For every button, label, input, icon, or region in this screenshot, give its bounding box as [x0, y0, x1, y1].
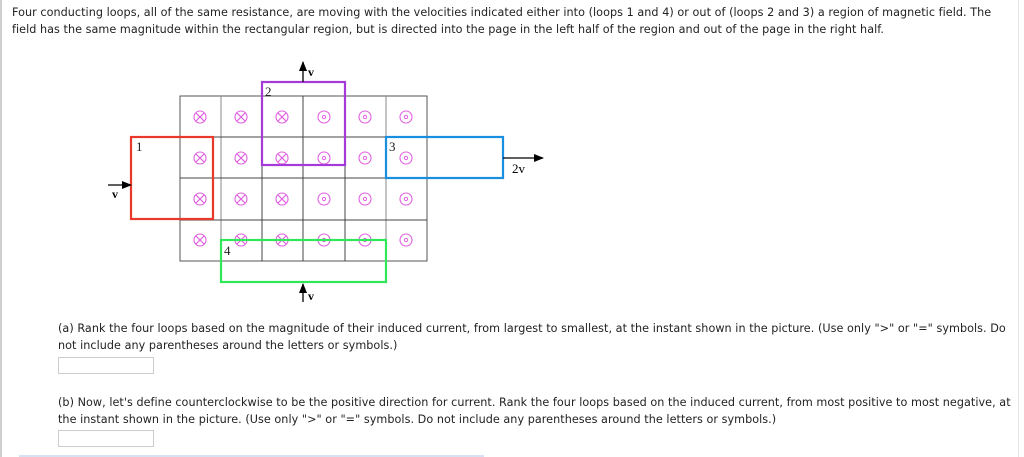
loop-4-label: 4	[224, 243, 231, 258]
loop-3-label: 3	[389, 139, 396, 154]
page-right-border	[1018, 0, 1019, 457]
question-a-answer-input[interactable]	[58, 357, 154, 374]
loop-2: 2 v	[260, 61, 347, 167]
loop-4: 4 v	[219, 238, 388, 303]
loop-3-velocity-label: 2v	[512, 161, 526, 176]
section-divider	[19, 455, 484, 457]
loop-2-label: 2	[265, 84, 272, 99]
loop-1-label: 1	[136, 139, 143, 154]
problem-statement: Four conducting loops, all of the same r…	[12, 6, 992, 36]
loop-4-velocity-label: v	[308, 289, 314, 303]
question-a-text: (a) Rank the four loops based on the mag…	[58, 322, 1006, 352]
loop-1-velocity-label: v	[112, 187, 118, 201]
loop-1: 1 v	[108, 135, 215, 221]
question-b-text: (b) Now, let's define counterclockwise t…	[58, 396, 1011, 426]
magnetic-field-figure: 1 v 2 v 3 2v 4 v	[108, 61, 544, 303]
loop-2-velocity-label: v	[308, 65, 314, 79]
question-b-answer-input[interactable]	[58, 430, 154, 447]
page-left-border	[0, 0, 2, 457]
loop-3: 3 2v	[384, 135, 544, 180]
